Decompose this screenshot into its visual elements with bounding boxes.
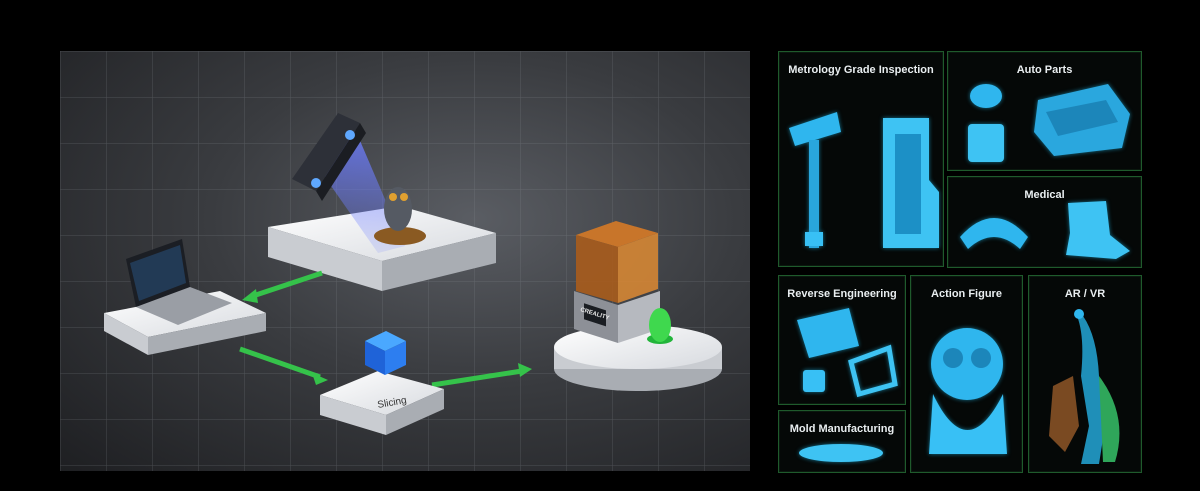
panel-medical: Medical bbox=[947, 176, 1142, 268]
medical-image bbox=[960, 201, 1130, 259]
slicing-platform bbox=[320, 371, 444, 435]
panel-ar-vr: AR / VR bbox=[1028, 275, 1142, 473]
printed-owl bbox=[647, 308, 673, 344]
mold-image bbox=[799, 444, 883, 462]
action-figure-image bbox=[929, 328, 1007, 454]
panel-title: Action Figure bbox=[931, 288, 1002, 300]
panel-auto-parts: Auto Parts bbox=[947, 51, 1142, 171]
workflow-arrows bbox=[239, 270, 532, 388]
owl-statue bbox=[374, 187, 426, 245]
ar-vr-image bbox=[1049, 309, 1120, 464]
3d-printer bbox=[574, 221, 660, 343]
panel-title: Medical bbox=[1024, 189, 1065, 201]
slicing-cube-icon bbox=[365, 331, 406, 375]
panel-title: AR / VR bbox=[1064, 288, 1106, 300]
metrology-parts-image bbox=[789, 112, 939, 248]
laptop bbox=[126, 239, 232, 325]
panel-reverse-engineering: Reverse Engineering bbox=[778, 275, 906, 405]
panel-mold-manufacturing: Mold Manufacturing bbox=[778, 410, 906, 473]
workflow-illustration: Slicing CREALITY bbox=[60, 51, 750, 471]
panel-title: Mold Manufacturing bbox=[789, 423, 895, 435]
auto-parts-image bbox=[968, 84, 1130, 162]
panel-title: Metrology Grade Inspection bbox=[788, 64, 934, 76]
panel-title: Auto Parts bbox=[1016, 64, 1073, 76]
slicing-label: Slicing bbox=[377, 395, 408, 411]
panel-title: Reverse Engineering bbox=[787, 288, 897, 300]
panel-action-figure: Action Figure bbox=[910, 275, 1023, 473]
3d-scanner bbox=[292, 113, 366, 201]
panel-metrology: Metrology Grade Inspection bbox=[778, 51, 944, 267]
reverse-engineering-image bbox=[797, 308, 898, 398]
workflow-scene: Slicing CREALITY bbox=[60, 51, 750, 471]
